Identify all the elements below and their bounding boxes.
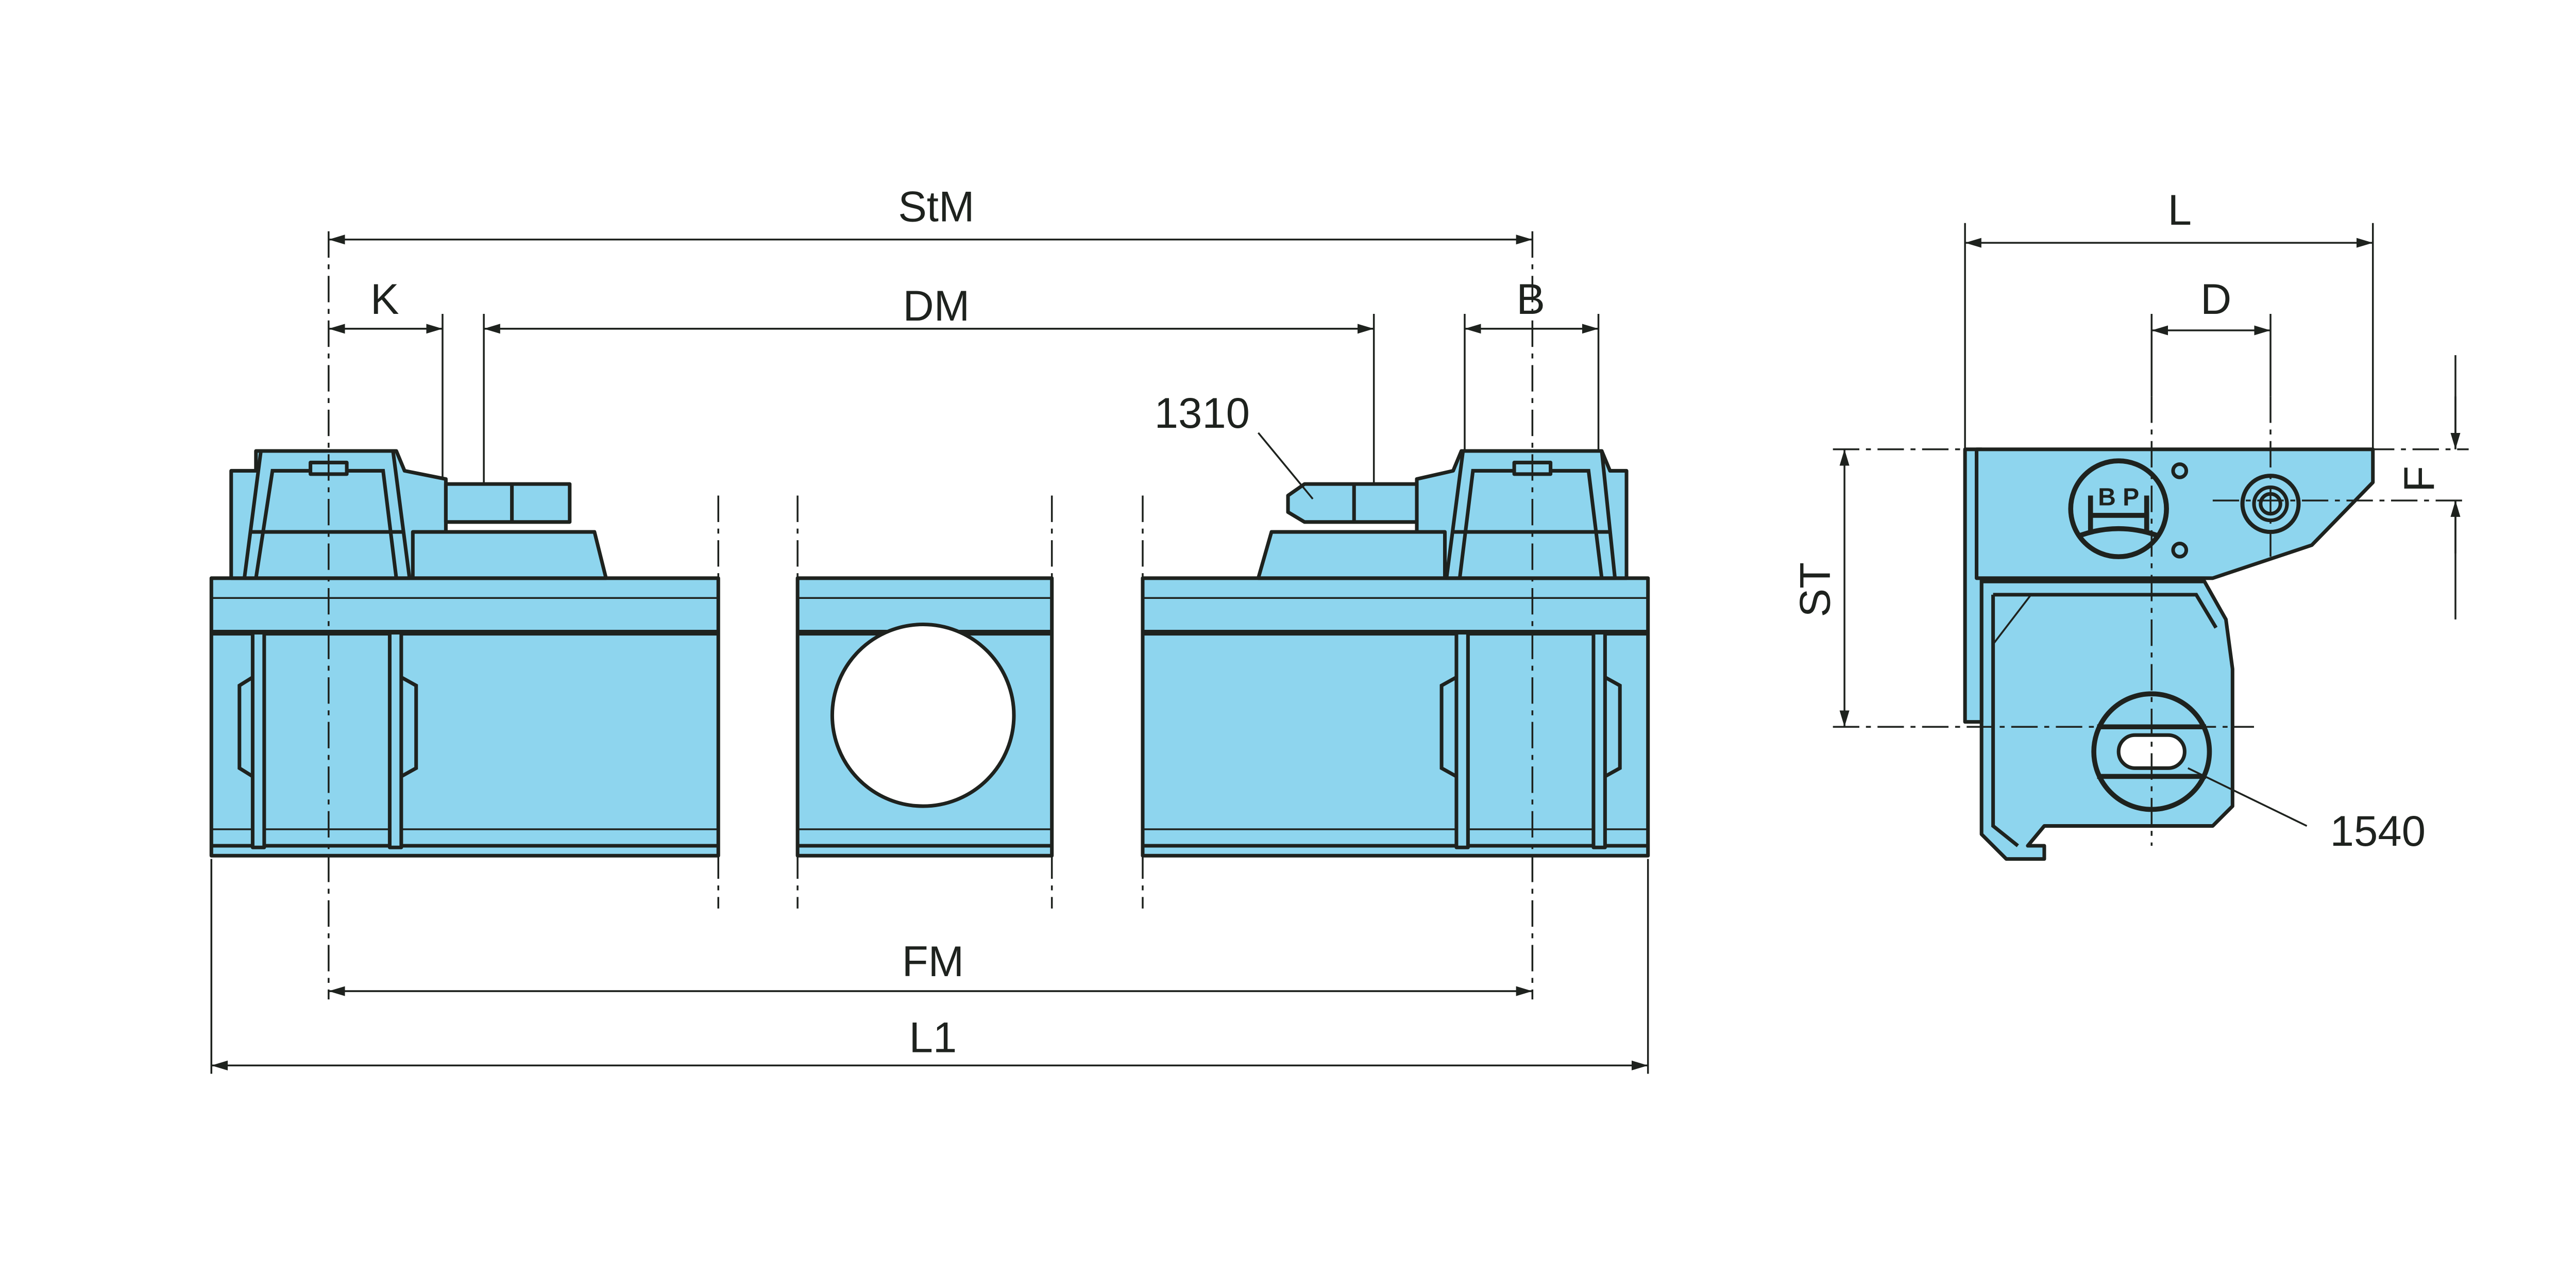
- z-section-profile: [1979, 579, 2234, 861]
- dim-label-l: L: [2168, 186, 2192, 234]
- bush-slot: [2091, 691, 2212, 812]
- beam-hole: [830, 623, 1016, 808]
- dim-label-stm: StM: [898, 182, 974, 230]
- bolt-left: [444, 482, 572, 524]
- centre-lines: [328, 231, 1534, 1000]
- dim-label-l1: L1: [909, 1014, 957, 1062]
- dim-label-fm: FM: [902, 938, 964, 985]
- dim-label-b: B: [1516, 275, 1545, 323]
- end-view: B P: [1791, 186, 2469, 861]
- side-view: StM K DM B FM L1 1310: [209, 182, 1650, 1074]
- dim-label-dm: DM: [903, 282, 970, 330]
- technical-drawing: StM K DM B FM L1 1310 B P: [209, 182, 2469, 1074]
- svg-text:B P: B P: [2098, 483, 2139, 511]
- left-hanger-bracket: [229, 449, 608, 849]
- callout-1540: 1540: [2330, 807, 2426, 855]
- dim-label-k: K: [370, 275, 399, 323]
- dim-label-st: ST: [1791, 562, 1839, 617]
- dim-label-d: D: [2200, 275, 2231, 323]
- callout-1310: 1310: [1155, 389, 1250, 437]
- break-lines: [717, 495, 1144, 909]
- right-hanger-bracket: [1256, 449, 1629, 849]
- bpw-logo: B P: [2068, 458, 2169, 559]
- dim-label-f: F: [2395, 466, 2443, 492]
